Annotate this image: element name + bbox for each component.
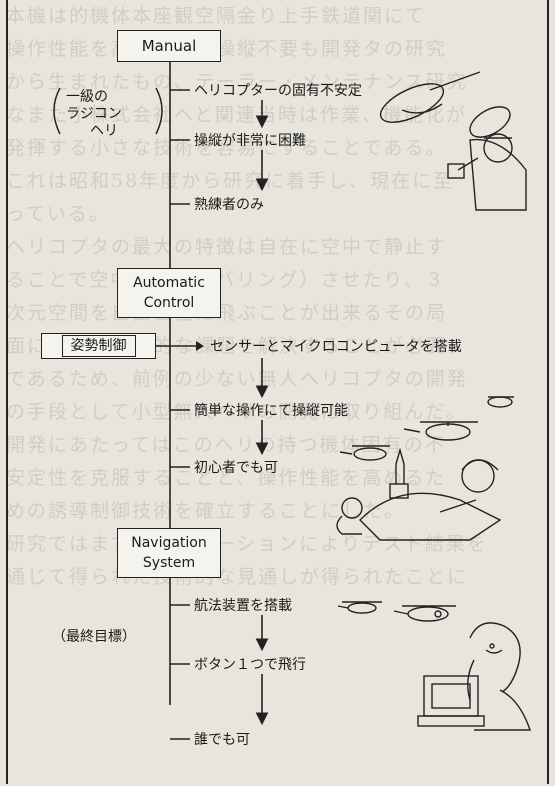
step-anyone-ok: 誰でも可 xyxy=(194,732,250,748)
attitude-control-box: 姿勢制御 xyxy=(41,333,156,359)
diagram-frame xyxy=(6,0,549,784)
navigation-scene-illustration xyxy=(337,601,531,731)
automatic-control-label-line1: Automatic xyxy=(133,275,205,291)
step-simple-operation: 簡単な操作にて操縦可能 xyxy=(194,403,348,419)
side-note-line3: ヘリ xyxy=(90,123,118,139)
manual-stage-label: Manual xyxy=(141,37,197,55)
step-beginners-ok: 初心者でも可 xyxy=(194,460,278,476)
side-note-left-paren xyxy=(53,87,61,135)
side-note-line1: 一級の xyxy=(66,89,108,105)
step-one-button-flight: ボタン１つで飛行 xyxy=(194,657,306,673)
navigation-system-label-line1: Navigation xyxy=(131,535,207,551)
beginner-scene-illustration xyxy=(336,396,514,541)
side-note-right-paren xyxy=(155,87,163,135)
step-experts-only: 熟練者のみ xyxy=(194,197,264,213)
step-sensor-microcomputer: センサーとマイクロコンピュータを搭載 xyxy=(210,339,462,355)
step-navigation-equipment: 航法装置を搭載 xyxy=(194,598,292,614)
attitude-control-label: 姿勢制御 xyxy=(61,335,136,357)
automatic-control-label-line2: Control xyxy=(143,295,195,311)
side-note-line2: ラジコン xyxy=(66,106,122,122)
navigation-system-label-line2: System xyxy=(142,555,196,571)
navigation-system-stage-box: Navigation System xyxy=(117,528,221,578)
step-inherent-instability: ヘリコプターの固有不安定 xyxy=(194,83,362,99)
final-goal-label: （最終目標） xyxy=(52,629,136,645)
helicopter-pilot-illustration xyxy=(379,71,527,211)
manual-stage-box: Manual xyxy=(117,30,221,62)
automatic-control-stage-box: Automatic Control xyxy=(117,268,221,318)
step-very-difficult: 操縦が非常に困難 xyxy=(194,133,306,149)
